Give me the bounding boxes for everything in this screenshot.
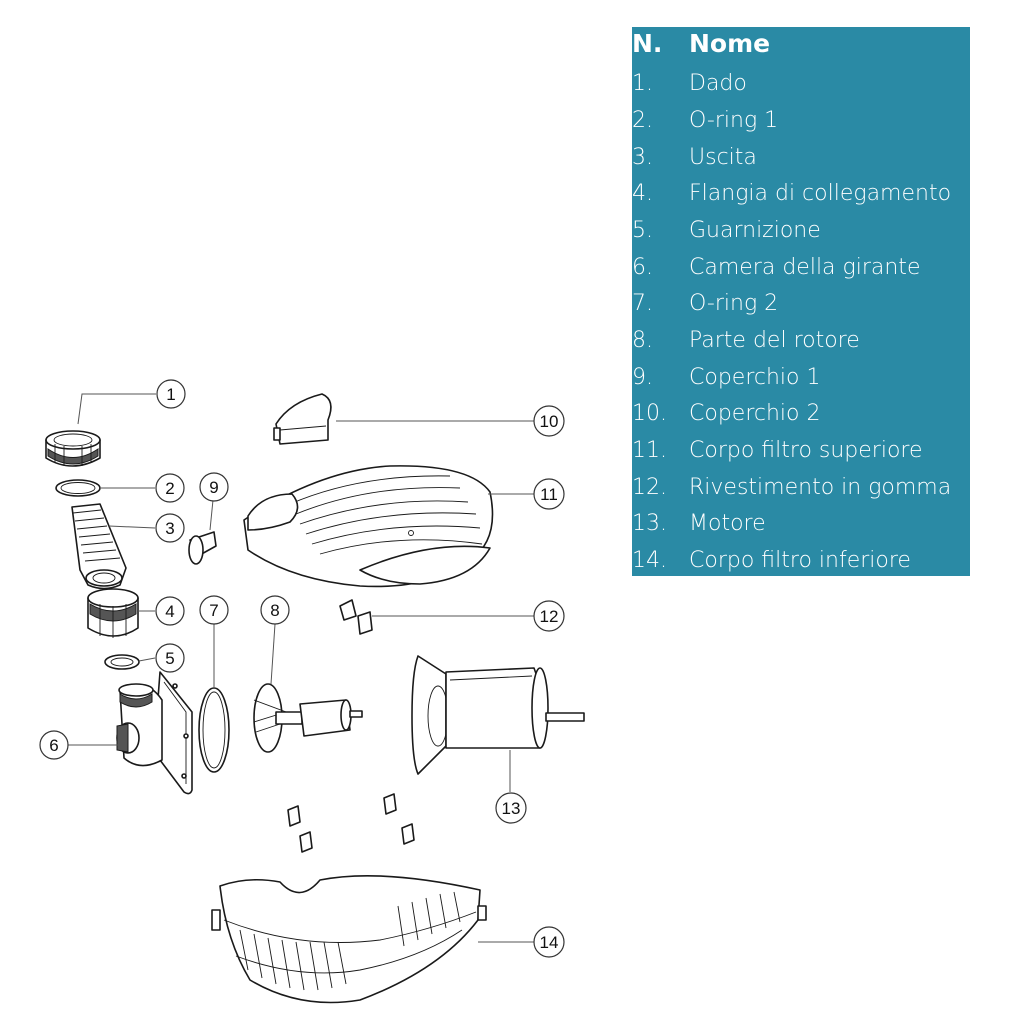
row-name: O-ring 1 [689, 108, 779, 133]
svg-text:2: 2 [165, 479, 174, 498]
row-number: 3. [632, 145, 653, 170]
part-cover-2 [273, 393, 332, 445]
svg-text:5: 5 [165, 649, 174, 668]
svg-text:1: 1 [166, 385, 175, 404]
row-number: 2. [632, 108, 653, 133]
table-row: 8. Parte del rotore [632, 326, 970, 362]
header-number: N. [632, 29, 663, 58]
row-number: 10. [632, 401, 667, 426]
row-name: O-ring 2 [689, 291, 779, 316]
row-name: Rivestimento in gomma [689, 475, 952, 500]
leader-lines [68, 393, 534, 943]
table-row: 3. Uscita [632, 143, 970, 179]
table-row: 2. O-ring 1 [632, 106, 970, 142]
row-name: Coperchio 2 [689, 401, 821, 426]
row-number: 8. [632, 328, 653, 353]
row-number: 9. [632, 365, 653, 390]
table-row: 9. Coperchio 1 [632, 363, 970, 399]
row-name: Corpo filtro superiore [689, 438, 923, 463]
callout-5: 5 [155, 643, 185, 673]
svg-text:7: 7 [209, 601, 218, 620]
row-name: Motore [689, 511, 766, 536]
callout-9: 9 [199, 472, 229, 502]
callout-10: 10 [533, 405, 565, 437]
table-row: 7. O-ring 2 [632, 289, 970, 325]
callout-2: 2 [155, 473, 185, 503]
part-o-ring-1 [55, 479, 101, 497]
row-number: 11. [632, 438, 667, 463]
row-name: Flangia di collegamento [689, 181, 952, 206]
part-motor [411, 655, 585, 775]
callout-12: 12 [533, 600, 565, 632]
callout-3: 3 [155, 513, 185, 543]
part-connection-flange [87, 588, 139, 638]
svg-text:14: 14 [540, 933, 559, 952]
part-o-ring-2 [198, 687, 230, 773]
svg-text:13: 13 [502, 799, 521, 818]
row-number: 7. [632, 291, 653, 316]
table-row: 14. Corpo filtro inferiore [632, 546, 970, 576]
table-row: 5. Guarnizione [632, 216, 970, 252]
callout-7: 7 [199, 595, 229, 625]
callout-1: 1 [156, 379, 186, 409]
row-name: Parte del rotore [689, 328, 860, 353]
part-rotor [253, 683, 363, 753]
table-row: 10. Coperchio 2 [632, 399, 970, 435]
part-nut [45, 430, 101, 467]
row-number: 6. [632, 255, 653, 280]
callout-14: 14 [533, 926, 565, 958]
row-number: 4. [632, 181, 653, 206]
row-number: 14. [632, 548, 667, 573]
part-rubber-coating [339, 599, 373, 635]
svg-text:10: 10 [540, 412, 559, 431]
part-outlet [71, 503, 127, 590]
svg-text:8: 8 [270, 601, 279, 620]
row-number: 13. [632, 511, 667, 536]
row-number: 12. [632, 475, 667, 500]
table-row: 11. Corpo filtro superiore [632, 436, 970, 472]
callout-8: 8 [260, 595, 290, 625]
svg-text:11: 11 [540, 485, 558, 504]
table-row: 1. Dado [632, 69, 970, 105]
part-impeller-chamber [116, 671, 193, 795]
svg-text:4: 4 [165, 602, 174, 621]
table-header: N. Nome [632, 27, 970, 63]
part-rubber-feet [287, 793, 415, 853]
callout-13: 13 [495, 792, 527, 824]
svg-text:3: 3 [165, 519, 174, 538]
callout-6: 6 [39, 730, 69, 760]
svg-text:9: 9 [209, 478, 218, 497]
part-cover-1 [188, 531, 217, 565]
part-gasket [104, 654, 140, 670]
table-row: 13. Motore [632, 509, 970, 545]
row-name: Coperchio 1 [689, 365, 821, 390]
row-name: Dado [689, 71, 747, 96]
row-name: Camera della girante [689, 255, 921, 280]
callout-11: 11 [533, 478, 565, 510]
part-upper-filter-body [243, 465, 494, 588]
table-row: 4. Flangia di collegamento [632, 179, 970, 215]
svg-text:12: 12 [540, 607, 559, 626]
row-name: Uscita [689, 145, 757, 170]
svg-text:6: 6 [49, 736, 58, 755]
row-name: Corpo filtro inferiore [689, 548, 911, 573]
parts-table: N. Nome 1. Dado 2. O-ring 1 3. Uscita 4.… [632, 27, 970, 576]
header-name: Nome [689, 29, 771, 58]
row-number: 1. [632, 71, 653, 96]
part-lower-filter-body [211, 874, 487, 1004]
table-row: 6. Camera della girante [632, 253, 970, 289]
row-number: 5. [632, 218, 653, 243]
row-name: Guarnizione [689, 218, 821, 243]
table-row: 12. Rivestimento in gomma [632, 473, 970, 509]
callout-4: 4 [155, 596, 185, 626]
